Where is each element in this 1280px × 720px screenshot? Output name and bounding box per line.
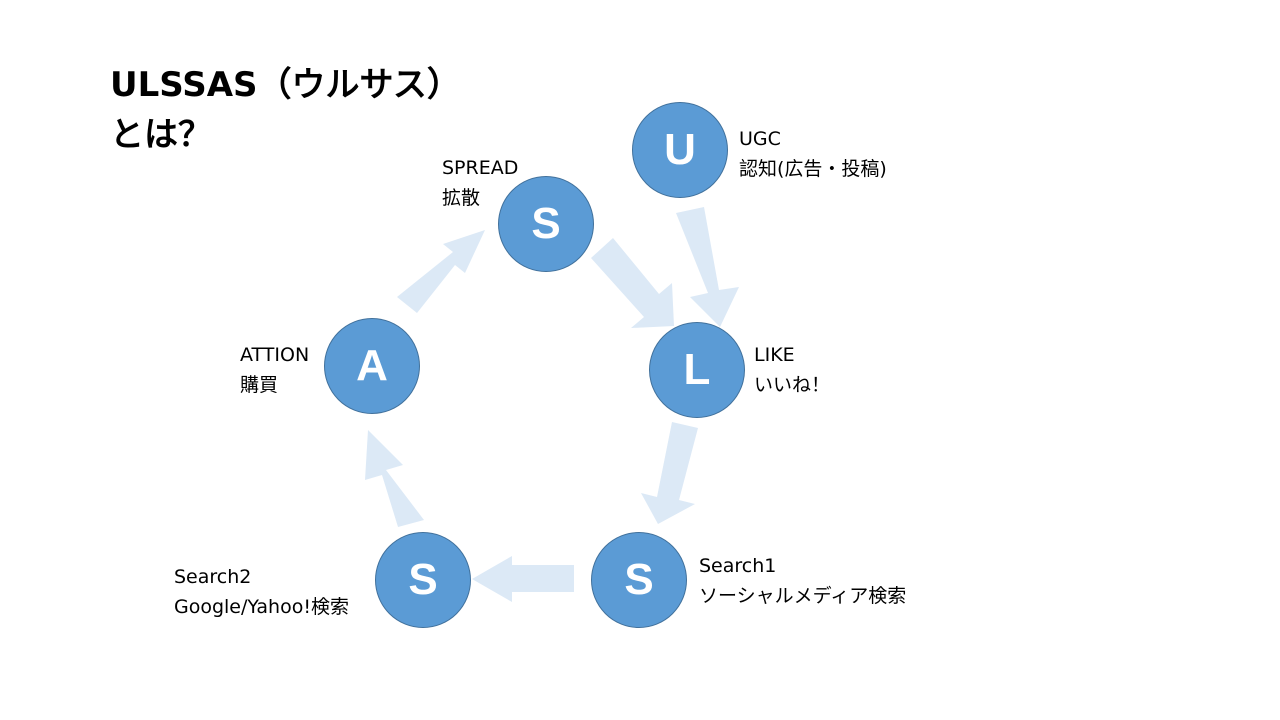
label-search1-en: Search1 bbox=[699, 555, 777, 577]
label-search1: Search1 ソーシャルメディア検索 bbox=[699, 551, 906, 611]
arrow-u-to-l bbox=[676, 207, 739, 327]
label-like-jp: いいね！ bbox=[754, 374, 831, 396]
label-spread: SPREAD 拡散 bbox=[442, 153, 518, 213]
arrow-search1-to-search2 bbox=[472, 556, 574, 602]
label-like: LIKE いいね！ bbox=[754, 340, 830, 400]
slide-title: ULSSAS（ウルサス） とは？ bbox=[110, 60, 461, 160]
arrow-a-to-spread bbox=[397, 230, 485, 313]
label-spread-en: SPREAD bbox=[442, 157, 519, 179]
node-s-spread: S bbox=[498, 176, 594, 272]
arrow-l-to-search1 bbox=[641, 422, 698, 524]
arrow-s-to-l bbox=[591, 238, 674, 328]
node-a: A bbox=[324, 318, 420, 414]
label-search2-jp: Google/Yahoo!検索 bbox=[174, 596, 349, 618]
arrow-search2-to-a bbox=[365, 430, 424, 527]
label-spread-jp: 拡散 bbox=[442, 187, 481, 209]
label-attion-en: ATTION bbox=[240, 344, 310, 366]
label-ugc-en: UGC bbox=[739, 128, 781, 150]
title-line-1: ULSSAS（ウルサス） bbox=[110, 65, 461, 105]
label-like-en: LIKE bbox=[754, 344, 795, 366]
label-attion: ATTION 購買 bbox=[240, 340, 309, 400]
node-s-search1: S bbox=[591, 532, 687, 628]
label-search2-en: Search2 bbox=[174, 566, 252, 588]
node-u: U bbox=[632, 102, 728, 198]
label-ugc: UGC 認知(広告・投稿) bbox=[739, 124, 887, 184]
label-search2: Search2 Google/Yahoo!検索 bbox=[174, 562, 349, 622]
label-attion-jp: 購買 bbox=[240, 374, 279, 396]
node-s-search2: S bbox=[375, 532, 471, 628]
label-search1-jp: ソーシャルメディア検索 bbox=[699, 585, 907, 607]
label-ugc-jp: 認知(広告・投稿) bbox=[739, 158, 887, 180]
node-l: L bbox=[649, 322, 745, 418]
title-line-2: とは？ bbox=[110, 115, 212, 155]
